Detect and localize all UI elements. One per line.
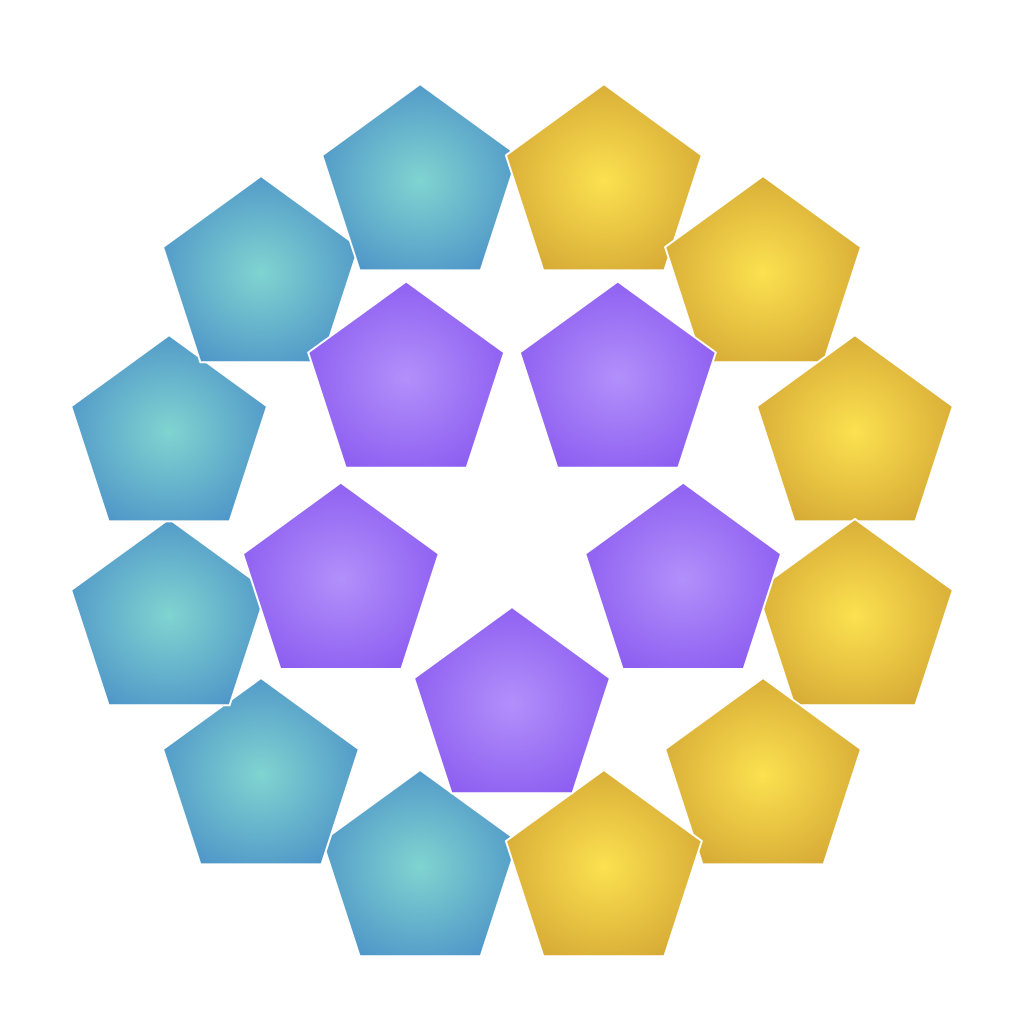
- gold-pentagon: [504, 768, 703, 958]
- teal-pentagon: [70, 334, 269, 523]
- purple-pentagon: [413, 606, 611, 795]
- gold-pentagon: [504, 83, 703, 272]
- purple-pentagon: [518, 280, 717, 469]
- teal-pentagon: [162, 677, 360, 866]
- teal-pentagon: [321, 768, 520, 958]
- gold-pentagon: [664, 677, 862, 866]
- purple-pentagon: [307, 280, 506, 469]
- purple-pentagon: [584, 481, 783, 670]
- teal-pentagon: [321, 83, 520, 272]
- gold-pentagon: [755, 517, 954, 707]
- gold-pentagon: [664, 175, 862, 364]
- teal-pentagon: [162, 175, 360, 364]
- teal-pentagon: [70, 517, 269, 707]
- inner-ring: [241, 280, 783, 795]
- purple-pentagon: [241, 481, 440, 670]
- outer-ring: [70, 83, 954, 958]
